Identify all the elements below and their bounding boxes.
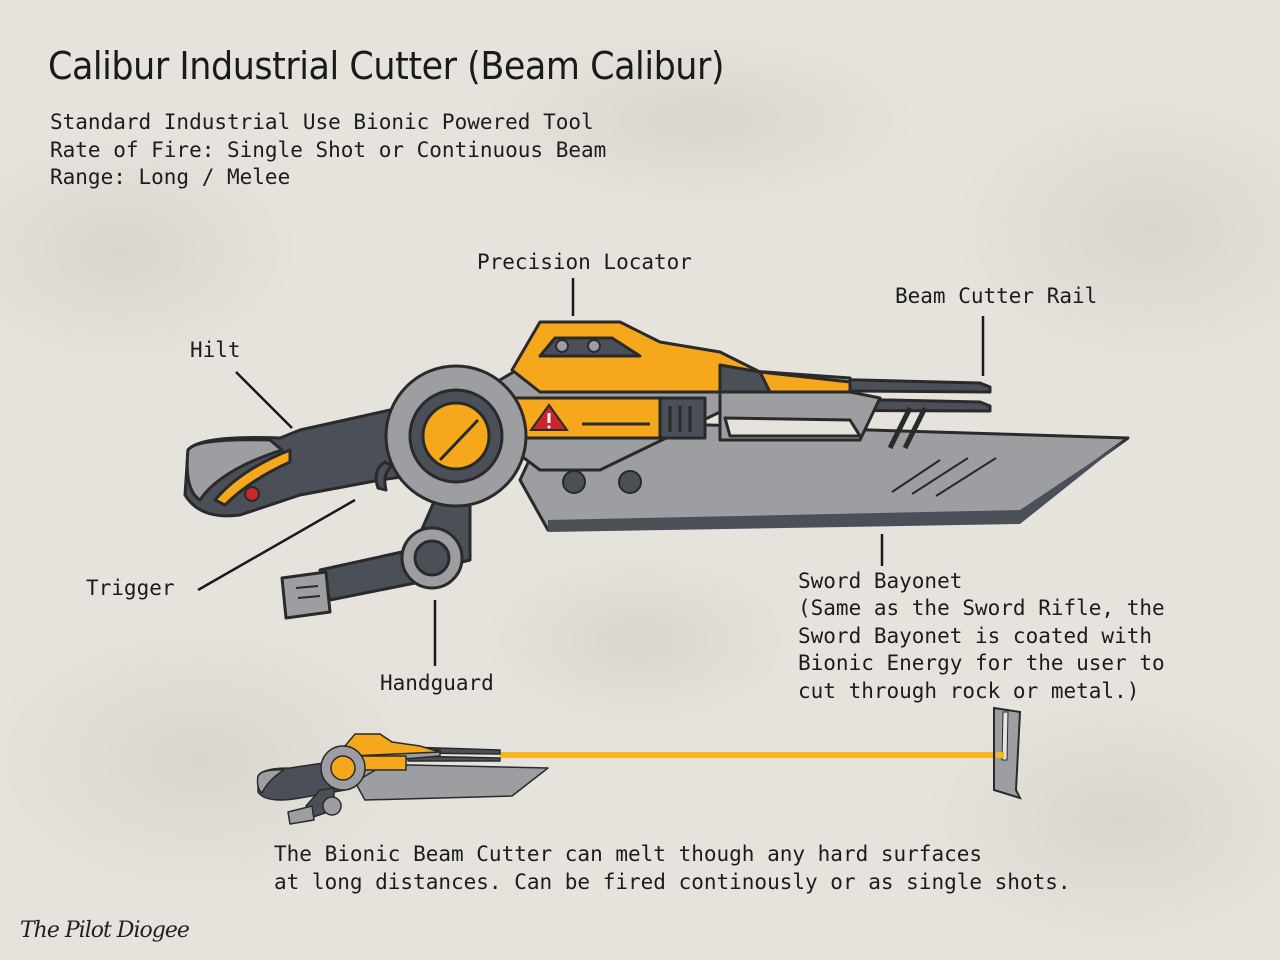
warning-icon: [529, 403, 569, 431]
label-beam-cutter-rail: Beam Cutter Rail: [895, 284, 1098, 308]
beam-description: The Bionic Beam Cutter can melt though a…: [274, 842, 1071, 894]
artist-signature: The Pilot Diogee: [20, 918, 190, 943]
bayonet-note: (Same as the Sword Rifle, the Sword Bayo…: [798, 596, 1165, 703]
label-trigger: Trigger: [86, 576, 175, 600]
label-precision-locator: Precision Locator: [477, 250, 692, 274]
spec-line: Rate of Fire: Single Shot or Continuous …: [50, 137, 607, 162]
energy-beam: [500, 752, 1000, 758]
spec-line: Standard Industrial Use Bionic Powered T…: [50, 110, 594, 134]
spec-line: Range: Long / Melee: [50, 165, 291, 189]
mini-weapon: [256, 733, 549, 825]
spec-list: Standard Industrial Use Bionic Powered T…: [50, 109, 606, 192]
label-handguard: Handguard: [380, 671, 494, 695]
trigger: [374, 460, 394, 492]
label-hilt: Hilt: [190, 338, 241, 362]
label-sword-bayonet: Sword Bayonet: [798, 569, 963, 593]
target-block: [993, 706, 1022, 800]
page-title: Calibur Industrial Cutter (Beam Calibur): [48, 44, 725, 88]
